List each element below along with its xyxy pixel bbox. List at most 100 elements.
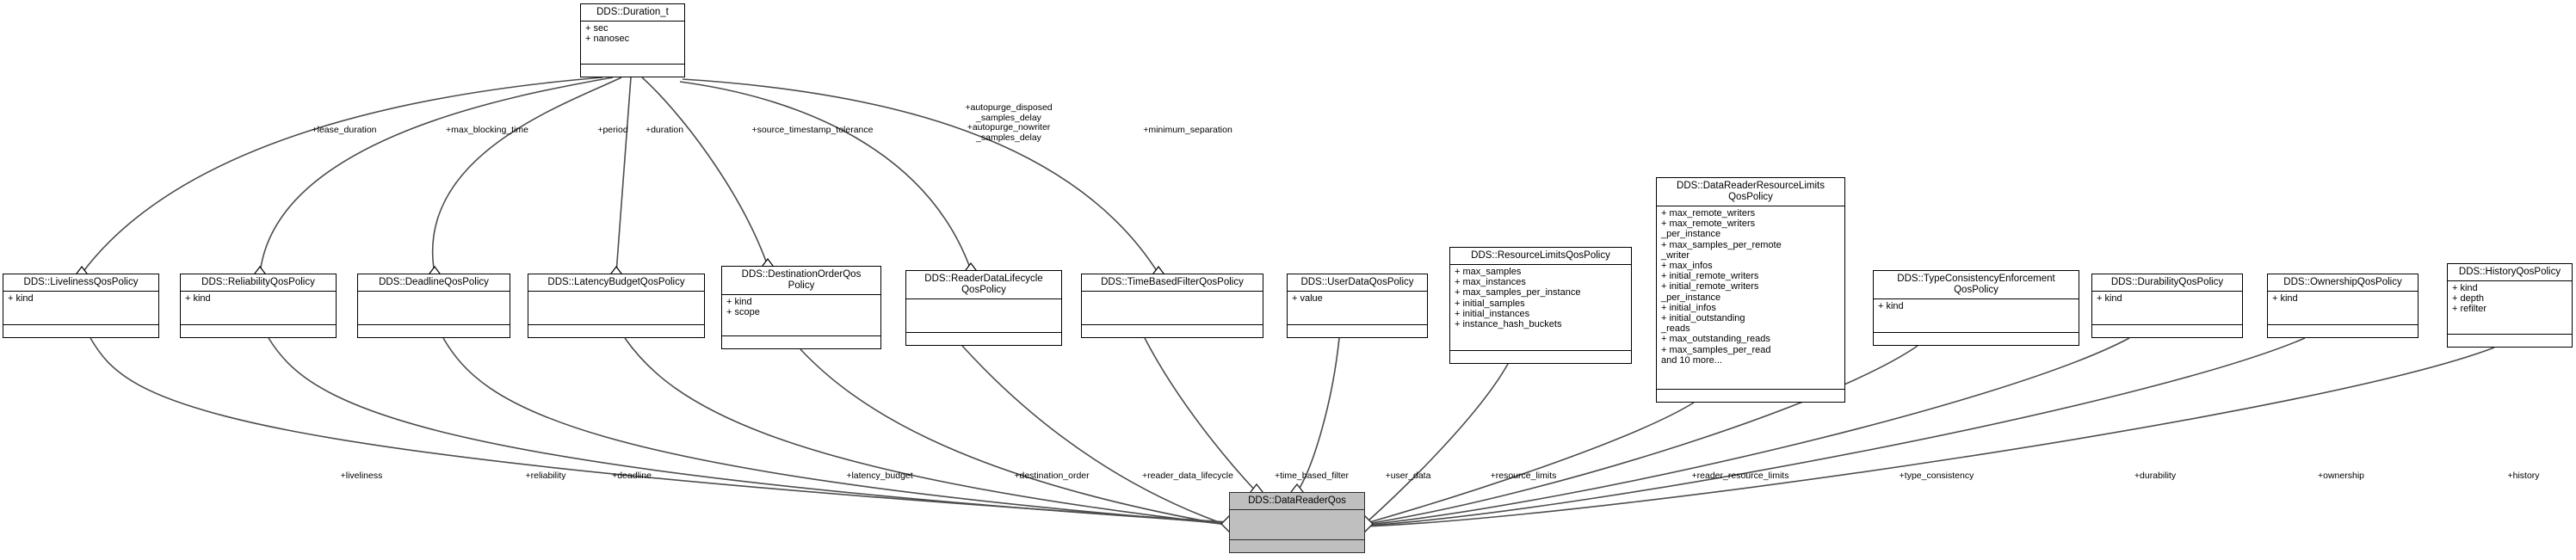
class-attribute-compartment: + max_remote_writers+ max_remote_writers… bbox=[1657, 206, 1844, 390]
class-attribute: + initial_remote_writers bbox=[1661, 271, 1759, 282]
class-node-durability[interactable]: DDS::DurabilityQosPolicy+ kind bbox=[2091, 274, 2243, 338]
class-node-reader_data_lifecycle[interactable]: DDS::ReaderDataLifecycle QosPolicy bbox=[905, 270, 1062, 346]
class-attribute: + initial_instances bbox=[1455, 308, 1530, 319]
class-attribute: + max_remote_writers bbox=[1661, 208, 1756, 218]
class-title: DDS::LivelinessQosPolicy bbox=[3, 274, 158, 292]
class-attribute: + max_samples_per_read bbox=[1661, 344, 1771, 355]
class-attribute: _per_instance bbox=[1661, 229, 1721, 240]
edge-label-history: +history bbox=[2507, 471, 2540, 481]
class-node-datareaderqos[interactable]: DDS::DataReaderQos bbox=[1229, 492, 1365, 553]
edge-label-reader_resource_limits: +reader_resource_limits bbox=[1691, 471, 1789, 481]
class-attribute: + kind bbox=[185, 293, 211, 304]
class-node-user_data[interactable]: DDS::UserDataQosPolicy+ value bbox=[1287, 274, 1428, 338]
class-operation-compartment bbox=[3, 325, 158, 337]
class-title: DDS::DeadlineQosPolicy bbox=[358, 274, 510, 292]
class-attribute-compartment bbox=[1082, 292, 1263, 325]
class-operation-compartment bbox=[528, 325, 704, 337]
edge-label-time_based_filter: +time_based_filter bbox=[1274, 471, 1350, 481]
class-attribute: + depth bbox=[2452, 293, 2485, 305]
edge-label-source_timestamp_tolerance: +source_timestamp_tolerance bbox=[751, 125, 874, 135]
edge-label-liveliness: +liveliness bbox=[340, 471, 383, 481]
class-operation-compartment bbox=[2092, 325, 2242, 337]
class-attribute: + value bbox=[1292, 293, 1323, 304]
edge-label-ownership: +ownership bbox=[2318, 471, 2364, 481]
class-attribute: + kind bbox=[2452, 283, 2478, 293]
class-title: DDS::UserDataQosPolicy bbox=[1288, 274, 1427, 292]
class-attribute: + max_outstanding_reads bbox=[1661, 334, 1770, 345]
class-operation-compartment bbox=[1874, 333, 2079, 345]
class-attribute: + max_remote_writers bbox=[1661, 218, 1756, 230]
class-attribute: + kind bbox=[726, 297, 752, 307]
class-node-liveliness[interactable]: DDS::LivelinessQosPolicy+ kind bbox=[3, 274, 159, 338]
edge-label-reader_data_lifecycle: +reader_data_lifecycle bbox=[1142, 471, 1233, 481]
class-attribute-compartment bbox=[1230, 510, 1364, 540]
class-attribute-compartment: + kind bbox=[2092, 292, 2242, 325]
class-node-duration_t[interactable]: DDS::Duration_t+ sec+ nanosec bbox=[580, 3, 685, 77]
class-operation-compartment bbox=[2268, 325, 2418, 337]
class-attribute: + kind bbox=[2272, 293, 2298, 304]
class-attribute: + max_samples bbox=[1455, 267, 1522, 277]
edge-label-max_blocking_time: +max_blocking_time bbox=[445, 125, 529, 135]
class-operation-compartment bbox=[358, 325, 510, 337]
edge-label-user_data: +user_data bbox=[1385, 471, 1431, 481]
edge-label-autopurge_delays: +autopurge_disposed _samples_delay +auto… bbox=[965, 102, 1053, 143]
class-attribute: + refilter bbox=[2452, 304, 2487, 315]
class-title: DDS::HistoryQosPolicy bbox=[2448, 264, 2572, 281]
class-title: DDS::DurabilityQosPolicy bbox=[2092, 274, 2242, 292]
class-attribute: + scope bbox=[726, 307, 760, 318]
class-node-resource_limits[interactable]: DDS::ResourceLimitsQosPolicy+ max_sample… bbox=[1449, 247, 1632, 364]
class-operation-compartment bbox=[181, 325, 336, 337]
edge-label-durability: +durability bbox=[2134, 471, 2177, 481]
class-attribute: + kind bbox=[1878, 301, 1904, 311]
class-node-latency_budget[interactable]: DDS::LatencyBudgetQosPolicy bbox=[528, 274, 705, 338]
class-node-destination_order[interactable]: DDS::DestinationOrderQos Policy+ kind+ s… bbox=[721, 266, 881, 349]
class-node-time_based_filter[interactable]: DDS::TimeBasedFilterQosPolicy bbox=[1081, 274, 1263, 338]
class-title: DDS::ReliabilityQosPolicy bbox=[181, 274, 336, 292]
class-operation-compartment bbox=[906, 333, 1061, 345]
class-title: DDS::OwnershipQosPolicy bbox=[2268, 274, 2418, 292]
class-attribute-compartment bbox=[906, 299, 1061, 333]
edge-label-reliability: +reliability bbox=[525, 471, 566, 481]
class-attribute-compartment: + value bbox=[1288, 292, 1427, 325]
class-attribute: + sec bbox=[585, 23, 608, 34]
class-attribute-compartment: + max_samples+ max_instances+ max_sample… bbox=[1450, 265, 1631, 351]
class-attribute-compartment: + kind+ scope bbox=[722, 295, 880, 336]
class-title: DDS::DataReaderQos bbox=[1230, 493, 1364, 510]
class-operation-compartment bbox=[722, 336, 880, 348]
class-attribute: _writer bbox=[1661, 249, 1690, 261]
class-operation-compartment bbox=[581, 65, 684, 77]
class-operation-compartment bbox=[1657, 390, 1844, 402]
class-attribute-compartment: + kind+ depth+ refilter bbox=[2448, 281, 2572, 335]
class-operation-compartment bbox=[1230, 540, 1364, 552]
class-title: DDS::DataReaderResourceLimits QosPolicy bbox=[1657, 178, 1844, 206]
class-node-deadline[interactable]: DDS::DeadlineQosPolicy bbox=[357, 274, 510, 338]
class-attribute: + initial_remote_writers bbox=[1661, 281, 1759, 292]
class-title: DDS::TypeConsistencyEnforcement QosPolic… bbox=[1874, 271, 2079, 299]
class-attribute-compartment: + kind bbox=[2268, 292, 2418, 325]
class-node-type_consistency[interactable]: DDS::TypeConsistencyEnforcement QosPolic… bbox=[1873, 270, 2079, 346]
edge-label-minimum_separation: +minimum_separation bbox=[1143, 125, 1232, 135]
edge-label-type_consistency: +type_consistency bbox=[1899, 471, 1974, 481]
class-title: DDS::ReaderDataLifecycle QosPolicy bbox=[906, 271, 1061, 299]
class-attribute-compartment bbox=[358, 292, 510, 325]
class-node-reliability[interactable]: DDS::ReliabilityQosPolicy+ kind bbox=[180, 274, 337, 338]
class-node-reader_resource_limits[interactable]: DDS::DataReaderResourceLimits QosPolicy+… bbox=[1656, 177, 1845, 403]
class-title: DDS::Duration_t bbox=[581, 4, 684, 22]
edge-label-deadline: +deadline bbox=[612, 471, 652, 481]
class-attribute: + max_instances bbox=[1455, 277, 1526, 288]
class-node-ownership[interactable]: DDS::OwnershipQosPolicy+ kind bbox=[2267, 274, 2418, 338]
edge-label-latency_budget: +latency_budget bbox=[846, 471, 913, 481]
class-title: DDS::DestinationOrderQos Policy bbox=[722, 267, 880, 295]
edge-label-lease_duration: +lease_duration bbox=[312, 125, 377, 135]
class-attribute: + max_infos bbox=[1661, 261, 1713, 272]
class-attribute-compartment: + kind bbox=[1874, 299, 2079, 333]
edge-label-destination_order: +destination_order bbox=[1014, 471, 1090, 481]
class-attribute-compartment: + kind bbox=[181, 292, 336, 325]
class-operation-compartment bbox=[1450, 351, 1631, 363]
edge-label-duration: +duration bbox=[645, 125, 684, 135]
class-title: DDS::LatencyBudgetQosPolicy bbox=[528, 274, 704, 292]
class-node-history[interactable]: DDS::HistoryQosPolicy+ kind+ depth+ refi… bbox=[2447, 263, 2573, 348]
class-attribute-compartment bbox=[528, 292, 704, 325]
class-attribute: + kind bbox=[2097, 293, 2122, 304]
